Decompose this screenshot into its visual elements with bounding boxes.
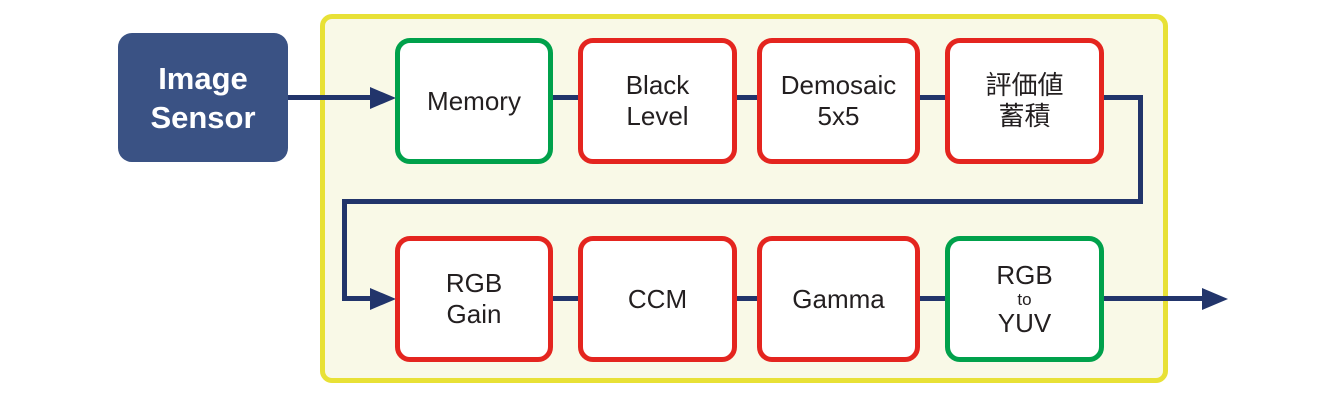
connector-output xyxy=(1100,296,1204,301)
connector-memory-to-black-level xyxy=(548,95,583,100)
connector-black-level-to-demosaic xyxy=(731,95,762,100)
block-demosaic-5x5: Demosaic 5x5 xyxy=(757,38,920,164)
block-rgb-to-yuv-line1: RGB xyxy=(996,259,1053,290)
connector-left-down xyxy=(342,199,347,301)
image-sensor-label: Image Sensor xyxy=(150,60,256,135)
connector-to-rgb-gain xyxy=(342,296,374,301)
block-rgb-to-yuv-line3: YUV xyxy=(997,307,1052,338)
connector-return-horizontal xyxy=(342,199,1143,204)
connector-sensor-to-memory xyxy=(288,95,374,100)
image-sensor-block: Image Sensor xyxy=(118,33,288,162)
block-gamma: Gamma xyxy=(757,236,920,362)
block-eval-accumulate: 評価値 蓄積 xyxy=(945,38,1104,164)
block-eval-accumulate-label: 評価値 蓄積 xyxy=(985,70,1064,131)
block-demosaic-5x5-label: Demosaic 5x5 xyxy=(780,70,897,131)
block-black-level-label: Black Level xyxy=(625,70,690,131)
connector-demosaic-to-eval xyxy=(914,95,950,100)
arrowhead-into-rgb-gain-icon xyxy=(370,288,396,310)
arrowhead-output-icon xyxy=(1202,288,1228,310)
block-memory-label: Memory xyxy=(427,85,521,116)
arrowhead-into-memory-icon xyxy=(370,87,396,109)
block-rgb-to-yuv-line2: to xyxy=(1017,289,1032,309)
block-ccm-label: CCM xyxy=(627,283,688,314)
block-rgb-gain: RGB Gain xyxy=(395,236,553,362)
connector-gamma-to-rgbyuv xyxy=(914,296,950,301)
connector-ccm-to-gamma xyxy=(731,296,762,301)
block-rgb-gain-label: RGB Gain xyxy=(445,268,503,329)
connector-eval-exit xyxy=(1095,95,1143,100)
block-rgb-to-yuv: RGB to YUV xyxy=(945,236,1104,362)
block-black-level: Black Level xyxy=(578,38,737,164)
block-ccm: CCM xyxy=(578,236,737,362)
connector-right-down xyxy=(1138,95,1143,204)
block-memory: Memory xyxy=(395,38,553,164)
connector-rgb-gain-to-ccm xyxy=(548,296,583,301)
block-gamma-label: Gamma xyxy=(792,283,885,314)
